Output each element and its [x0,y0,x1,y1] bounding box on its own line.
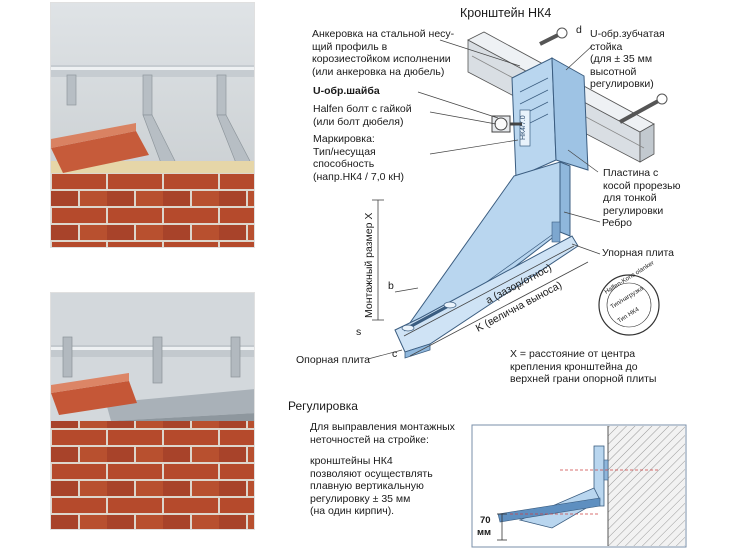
label-rib: Ребро [602,217,632,229]
dim-c-label: c [392,348,397,360]
label-support-plate-right: Упорная плита [602,247,675,259]
photo-brick-wall-bottom-illustration [51,293,254,529]
leader-lines [367,39,601,360]
mount-dim-label: Монтажный размер X [363,213,375,318]
dim-d-label: d [576,24,582,36]
label-marking: Маркировка: Тип/несущая способность (нап… [313,133,405,183]
regulation-heading: Регулировка [288,399,358,413]
label-anchoring: Анкеровка на стальной несу- щий профиль … [312,28,455,78]
label-plate-slot: Пластина с косой прорезью для тонкой рег… [603,167,681,217]
inset-dim-unit: мм [477,527,492,538]
regulation-inset [471,424,687,548]
marking-stamp: Halfen-Kons olanker Тип/нагрузка Тип НК4 [598,260,660,336]
u-toothed-upright: НК4/7.0 [511,57,589,179]
label-x-note: X = расстояние от центра крепления кронш… [510,348,657,386]
bracket-body [401,161,571,341]
rib-diagonal [401,301,457,332]
label-u-washer: U-обр.шайба [313,85,380,97]
support-plate-base [394,235,579,359]
photo-brick-wall-top-illustration [51,3,254,247]
photo-brick-wall-bottom [50,292,255,530]
regulation-text-body: кронштейны НК4 позволяют осуществлять пл… [310,455,433,518]
anchor-bolt-top [539,27,668,124]
photo-brick-wall-top [50,2,255,248]
regulation-text-intro: Для выправления монтажных неточностей на… [310,421,455,446]
dim-b-label: b [388,280,394,292]
svg-text:НК4/7.0: НК4/7.0 [520,115,527,140]
diagram-title: Кронштейн НК4 [460,6,552,20]
inset-dim-value: 70 [480,515,491,526]
dim-s-label: s [356,326,361,338]
label-halfen-bolt: Halfen болт с гайкой (или болт дюбеля) [313,103,412,128]
dimension-lines [372,199,589,357]
halfen-bolt-with-nut [491,115,522,133]
label-support-plate-bottom: Опорная плита [296,354,370,366]
label-u-toothed: U-обр.зубчатая стойка (для ± 35 мм высот… [590,28,665,91]
